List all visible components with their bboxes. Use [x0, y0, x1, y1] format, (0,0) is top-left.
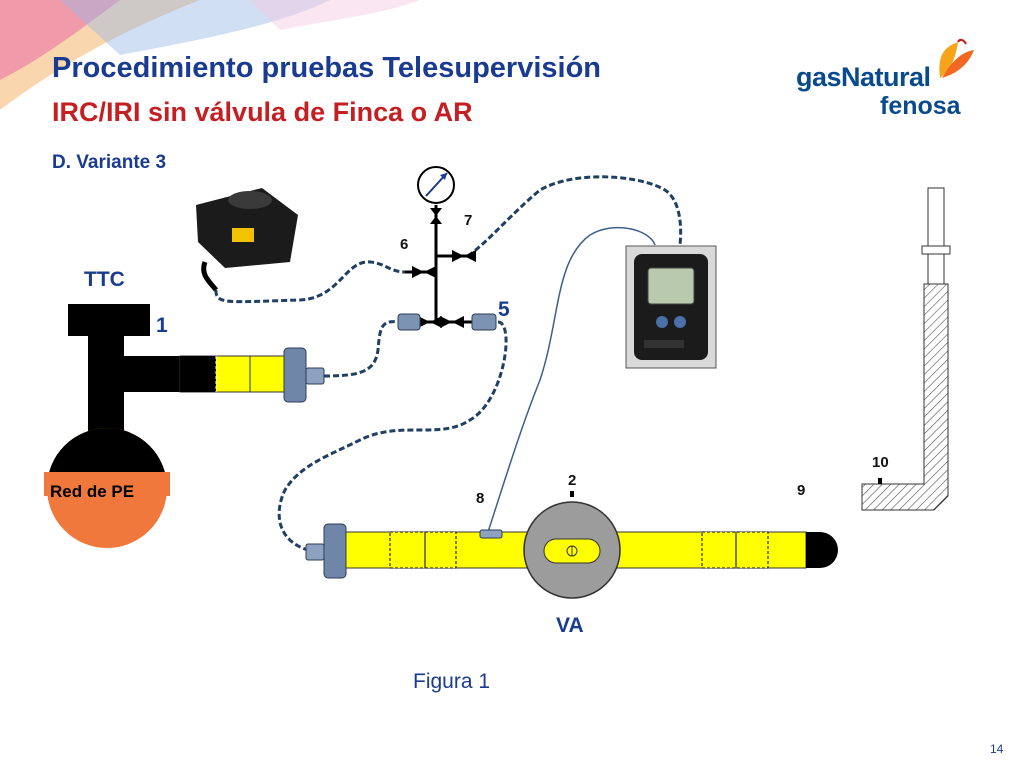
pe-network	[44, 428, 170, 548]
page-number: 14	[990, 742, 1004, 756]
section-heading: D. Variante 3	[52, 152, 167, 173]
label-red-de-pe: Red de PE	[50, 482, 135, 501]
label-ttc: TTC	[84, 268, 125, 291]
figure-caption: Figura 1	[413, 670, 491, 693]
label-9: 9	[797, 482, 806, 499]
page-subtitle: IRC/IRI sin válvula de Finca o AR	[52, 97, 473, 127]
label-8: 8	[476, 490, 485, 507]
pressure-monitor-device	[625, 245, 717, 369]
company-logo: gasNatural fenosa	[796, 62, 961, 120]
pressure-gauge-icon	[417, 166, 455, 204]
logo-text-secondary: fenosa	[880, 92, 961, 120]
label-2: 2	[568, 472, 577, 489]
valve-manifold	[397, 205, 497, 331]
page-title: Procedimiento pruebas Telesupervisión	[52, 52, 602, 84]
air-compressor	[196, 188, 298, 292]
hose-lines	[214, 175, 683, 552]
valve-va	[523, 501, 621, 599]
label-7: 7	[464, 212, 473, 229]
upper-pipe	[179, 347, 325, 403]
label-6: 6	[400, 236, 409, 253]
label-1: 1	[156, 314, 168, 337]
logo-text-primary: gasNatural	[796, 62, 931, 92]
label-5: 5	[498, 298, 510, 321]
label-va: VA	[556, 614, 584, 637]
butterfly-icon	[939, 38, 974, 78]
label-10: 10	[872, 454, 889, 471]
sensor-cable	[487, 226, 656, 533]
riser-pipe	[861, 187, 951, 511]
